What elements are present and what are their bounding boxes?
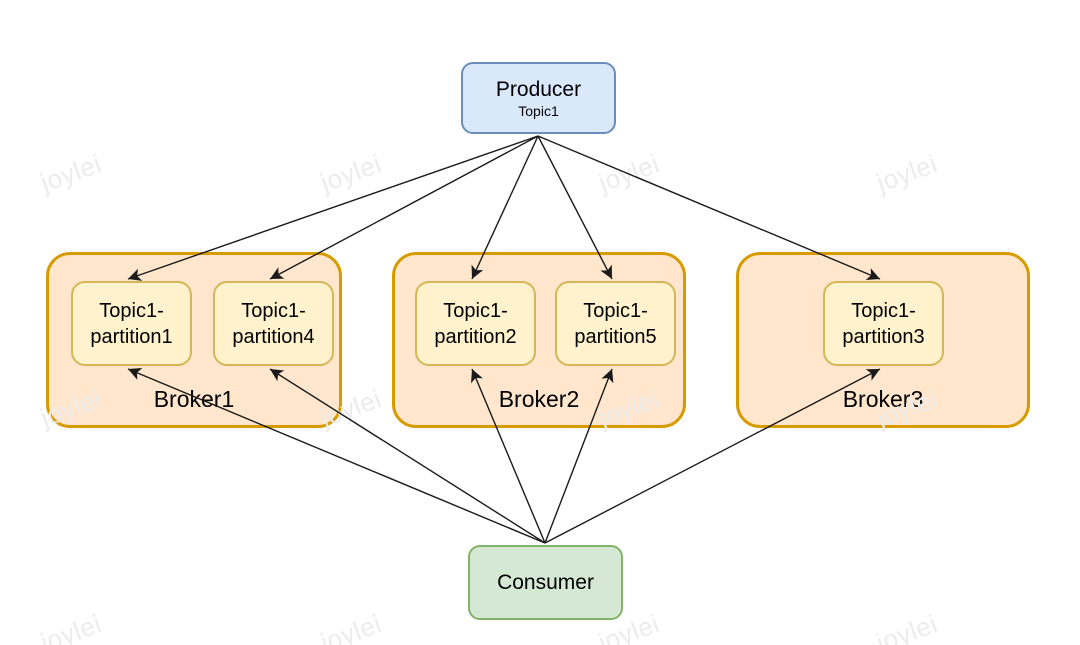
partition3-label-line1: Topic1- — [851, 299, 916, 322]
partition3-node: Topic1- partition3 — [823, 281, 944, 366]
broker3-node: Topic1- partition3 Broker3 — [736, 252, 1030, 428]
broker3-label: Broker3 — [842, 386, 924, 412]
producer-node: Producer Topic1 — [461, 62, 616, 134]
partition1-label-line1: Topic1- — [99, 299, 164, 322]
partition2-node: Topic1- partition2 — [415, 281, 536, 366]
partition5-node: Topic1- partition5 — [555, 281, 676, 366]
watermark-text: joylei — [36, 608, 106, 645]
partition1-node: Topic1- partition1 — [71, 281, 192, 366]
watermark-text: joylei — [316, 148, 386, 198]
watermark-text: joylei — [36, 148, 106, 198]
partition2-label-line2: partition2 — [434, 325, 517, 348]
producer-topic-label: Topic1 — [518, 102, 559, 119]
partition4-label-line1: Topic1- — [241, 299, 306, 322]
broker1-node: Topic1- partition1 Topic1- partition4 Br… — [46, 252, 342, 428]
watermark-text: joylei — [594, 148, 664, 198]
partition5-label-line2: partition5 — [574, 325, 657, 348]
partition1-label-line2: partition1 — [90, 325, 173, 348]
partition3-label-line2: partition3 — [842, 325, 925, 348]
partition5-label-line1: Topic1- — [583, 299, 648, 322]
consumer-node: Consumer — [468, 545, 623, 620]
broker2-label: Broker2 — [498, 386, 580, 412]
watermark-text: joylei — [872, 608, 942, 645]
partition4-node: Topic1- partition4 — [213, 281, 334, 366]
consumer-title: Consumer — [497, 570, 594, 594]
broker1-label: Broker1 — [153, 386, 235, 412]
broker2-node: Topic1- partition2 Topic1- partition5 Br… — [392, 252, 686, 428]
partition4-label-line2: partition4 — [232, 325, 315, 348]
partition2-label-line1: Topic1- — [443, 299, 508, 322]
producer-title: Producer — [495, 77, 582, 101]
watermark-text: joylei — [872, 148, 942, 198]
watermark-text: joylei — [316, 608, 386, 645]
